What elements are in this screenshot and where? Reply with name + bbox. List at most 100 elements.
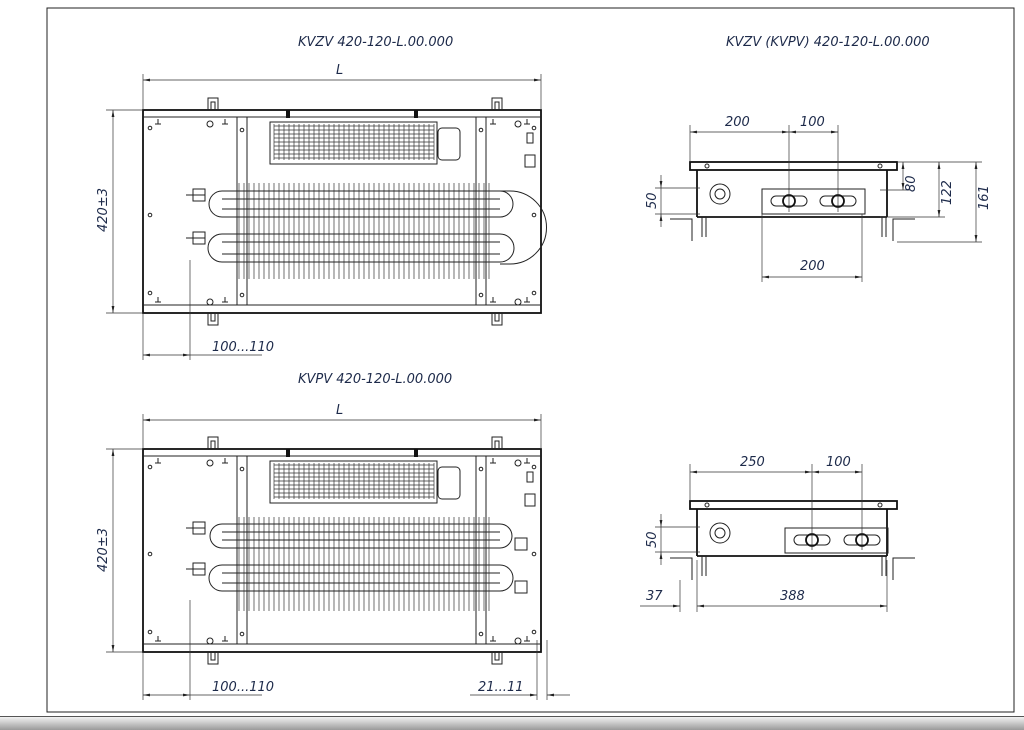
- sheet-frame: [46, 7, 1015, 713]
- fan-hub: [714, 188, 726, 200]
- tube-bend: [207, 233, 223, 263]
- side-panel: [236, 455, 248, 645]
- fan-motor: [437, 466, 461, 500]
- mount-hole: [239, 292, 245, 298]
- floor-line: [892, 218, 915, 241]
- mount-hole: [147, 212, 153, 218]
- tube-bend: [499, 564, 514, 592]
- hole: [704, 163, 710, 169]
- screw: [514, 637, 522, 645]
- fastener: [490, 119, 496, 125]
- top-grille-profile: [689, 161, 898, 171]
- dim-label-offset-bottom: 100...110: [212, 680, 274, 695]
- mount-hole: [239, 631, 245, 637]
- side-view-bottom: [670, 500, 915, 580]
- dim-80: 80: [904, 175, 919, 192]
- fastener: [155, 458, 161, 464]
- mount-hole: [478, 127, 484, 133]
- title-side-view: KVZV (KVPV) 420-120-L.00.000: [726, 35, 930, 50]
- dim-label-L-bottom: L: [336, 403, 343, 418]
- connection-plate: [784, 527, 889, 554]
- fastener: [222, 119, 228, 125]
- dim-388: 388: [780, 589, 805, 604]
- fan-motor: [437, 127, 461, 161]
- fan-grille: [269, 121, 438, 165]
- hole: [877, 163, 883, 169]
- dim-200-bottom: 200: [800, 259, 825, 274]
- fastener: [524, 636, 530, 642]
- mount-tab: [207, 97, 219, 110]
- side-panel: [236, 116, 248, 306]
- fan: [709, 522, 731, 544]
- dim-122: 122: [940, 180, 955, 205]
- side-panel: [475, 116, 487, 306]
- side-panel: [475, 455, 487, 645]
- dim-50-top: 50: [645, 192, 660, 209]
- fastener: [490, 636, 496, 642]
- screw: [206, 298, 214, 306]
- mount-tab: [491, 313, 503, 326]
- mount-hole: [531, 464, 537, 470]
- tube-bend: [499, 233, 515, 263]
- fan: [709, 183, 731, 205]
- mount-hole: [147, 290, 153, 296]
- mount-tab: [491, 652, 503, 665]
- hole: [704, 502, 710, 508]
- mount-hole: [478, 631, 484, 637]
- top-grille-profile: [689, 500, 898, 510]
- mount-tab: [491, 97, 503, 110]
- title-kvzv-plan: KVZV 420-120-L.00.000: [298, 35, 453, 50]
- mount-tab: [491, 436, 503, 449]
- side-dimensions-top: 200 100 200 50 80 122 161: [645, 115, 992, 282]
- cable-gland: [524, 493, 536, 507]
- dim-37: 37: [646, 589, 663, 604]
- dimension-length-top: L: [142, 63, 542, 110]
- tube-bend: [208, 190, 223, 218]
- floor-line: [892, 557, 915, 580]
- side-view-top: [670, 161, 915, 241]
- tube-bend: [208, 564, 223, 592]
- dimension-offset-top: 100...110: [142, 260, 274, 360]
- fastener: [222, 636, 228, 642]
- dim-161: 161: [977, 185, 992, 210]
- dimension-height-bottom: 420±3: [96, 448, 143, 653]
- title-kvpv-plan: KVPV 420-120-L.00.000: [298, 372, 452, 387]
- dim-100-bottom: 100: [826, 455, 851, 470]
- connection-plate: [761, 188, 866, 215]
- fastener: [524, 458, 530, 464]
- mount-hole: [531, 551, 537, 557]
- fastener: [524, 297, 530, 303]
- window-bottom-bar: [0, 716, 1024, 730]
- mount-hole: [531, 629, 537, 635]
- screw: [206, 120, 214, 128]
- dim-label-offset: 100...110: [212, 340, 274, 355]
- mount-hole: [531, 290, 537, 296]
- screw: [206, 459, 214, 467]
- fastener: [155, 297, 161, 303]
- cable-gland: [524, 154, 536, 168]
- fastener: [222, 297, 228, 303]
- mount-hole: [531, 125, 537, 131]
- dim-label-height-bottom: 420±3: [96, 528, 111, 572]
- mount-hole: [147, 551, 153, 557]
- fastener: [155, 119, 161, 125]
- mount-tab: [207, 652, 219, 665]
- tube-bend-outer: [500, 190, 547, 265]
- tube-bend: [499, 523, 513, 549]
- mount-hole: [239, 466, 245, 472]
- fastener: [490, 297, 496, 303]
- plan-view-kvzv: [142, 97, 547, 326]
- tube-bend: [209, 523, 223, 549]
- fan-grille: [269, 460, 438, 504]
- fastener: [222, 458, 228, 464]
- dim-200-top: 200: [725, 115, 750, 130]
- screw: [514, 298, 522, 306]
- dim-label-L: L: [336, 63, 343, 78]
- bracket: [286, 110, 290, 118]
- fastener: [524, 119, 530, 125]
- fastener: [155, 636, 161, 642]
- dim-50-bottom: 50: [645, 531, 660, 548]
- dimension-height-top: 420±3: [96, 109, 143, 314]
- tube-bend: [499, 190, 514, 218]
